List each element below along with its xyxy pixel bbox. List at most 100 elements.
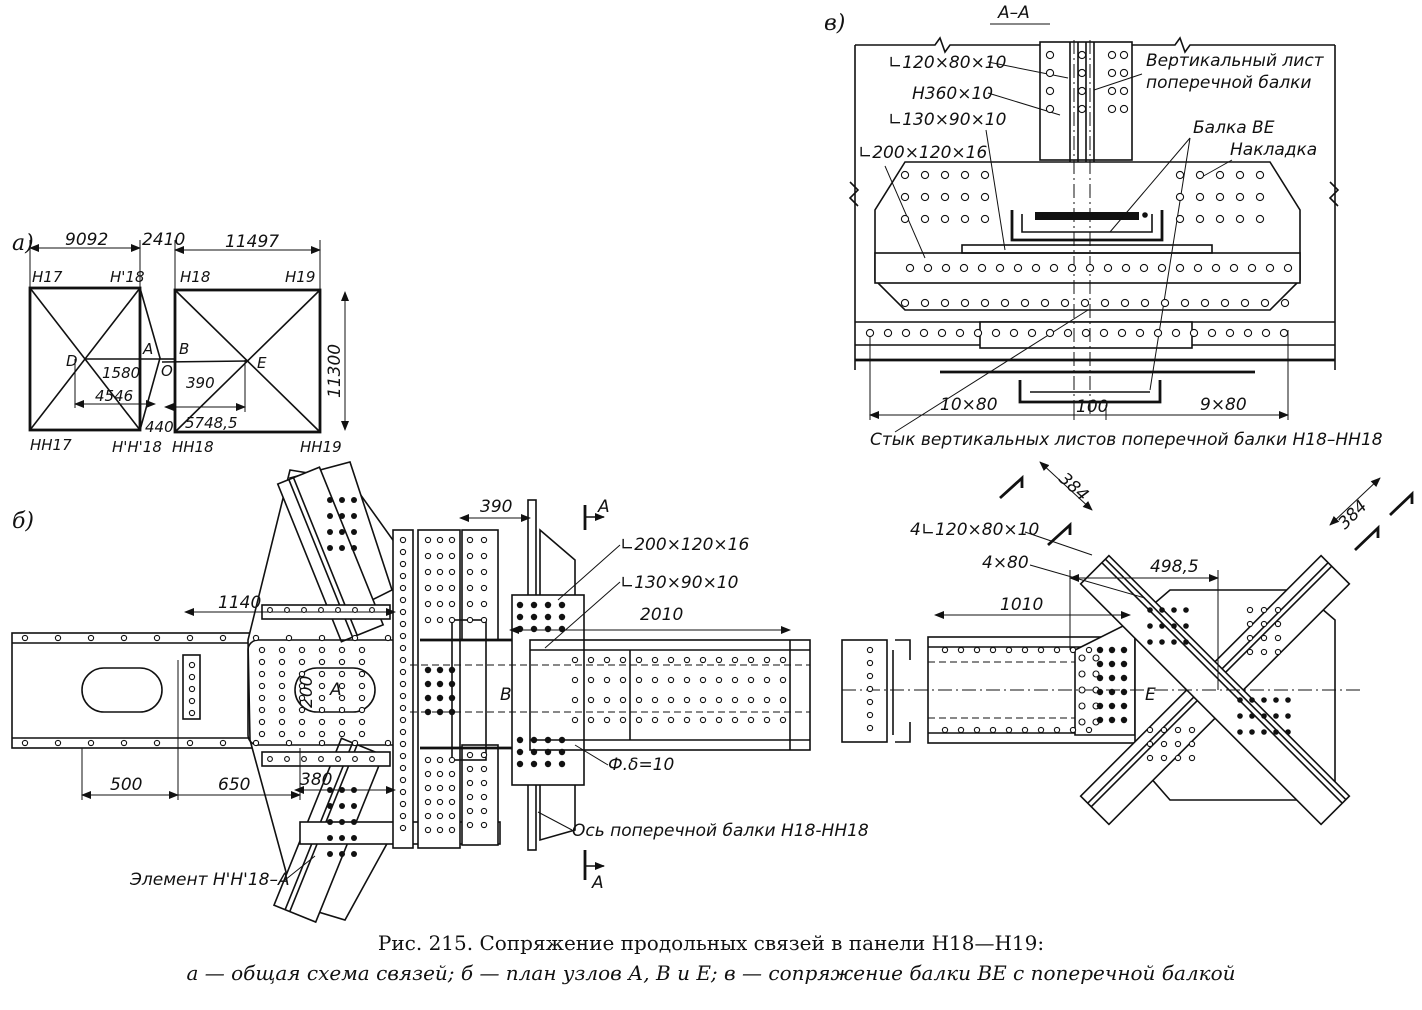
- bolt-hole: [318, 694, 326, 702]
- bolt-hole: [1120, 660, 1128, 668]
- dim-500: 500: [110, 775, 142, 795]
- bolt-hole: [1120, 674, 1128, 682]
- bolt-hole: [284, 756, 290, 762]
- bolt-hole: [338, 658, 346, 666]
- bolt-hole: [298, 694, 306, 702]
- bolt-hole: [651, 676, 659, 684]
- bolt-hole: [1120, 702, 1128, 710]
- bolt-hole: [399, 596, 407, 604]
- bolt-hole: [1108, 716, 1116, 724]
- bolt-hole: [1096, 702, 1104, 710]
- bolt-hole: [937, 328, 947, 338]
- bolt-hole: [399, 788, 407, 796]
- bolt-hole: [1273, 713, 1279, 719]
- bolt-hole: [278, 670, 286, 678]
- bolt-hole: [1107, 68, 1117, 78]
- bolt-hole: [448, 770, 456, 778]
- dim-100: 100: [1076, 397, 1108, 417]
- bolt-hole: [1195, 214, 1205, 224]
- bolt-hole: [188, 661, 196, 669]
- bolt-hole: [1188, 754, 1196, 762]
- bolt-hole: [1096, 660, 1104, 668]
- bolt-hole: [1249, 729, 1255, 735]
- bolt-hole: [1060, 298, 1070, 308]
- bolt-hole: [335, 756, 341, 762]
- bolt-hole: [301, 756, 307, 762]
- bolt-hole: [298, 718, 306, 726]
- bolt-hole: [301, 607, 307, 613]
- bolt-hole: [1183, 639, 1189, 645]
- bolt-hole: [1092, 212, 1098, 218]
- bolt-hole: [1077, 50, 1087, 60]
- bolt-hole: [1159, 639, 1165, 645]
- bolt-hole: [1049, 263, 1059, 273]
- node-a-label: А: [329, 680, 342, 700]
- label-angle-200x120: ∟200×120×16: [858, 143, 987, 163]
- bolt-hole: [335, 607, 341, 613]
- bolt-hole: [1183, 623, 1189, 629]
- bolt-hole: [619, 656, 627, 664]
- bolt-hole: [1255, 170, 1265, 180]
- label-sheet-1: Вертикальный лист: [1146, 51, 1325, 71]
- bolt-hole: [1099, 328, 1109, 338]
- bolt-hole: [424, 584, 432, 592]
- bolt-hole: [1000, 298, 1010, 308]
- bolt-hole: [530, 760, 538, 768]
- bolt-hole: [1045, 50, 1055, 60]
- bolt-hole: [298, 682, 306, 690]
- bolt-hole: [327, 529, 333, 535]
- bolt-hole: [1120, 298, 1130, 308]
- bolt-hole: [973, 726, 981, 734]
- label-angle-200x120-b: ∟200×120×16: [620, 535, 749, 555]
- bolt-hole: [448, 812, 456, 820]
- bolt-hole: [338, 730, 346, 738]
- bolt-hole: [318, 634, 326, 642]
- bolt-hole: [399, 632, 407, 640]
- bolt-hole: [399, 752, 407, 760]
- bolt-hole: [1189, 328, 1199, 338]
- panel-v-label: в): [824, 11, 845, 36]
- bolt-hole: [1188, 740, 1196, 748]
- panel-b-node-e: Е 498,5 1010 4×80 4∟120×80×10 384 384: [841, 461, 1414, 826]
- bolt-hole: [651, 656, 659, 664]
- bolt-hole: [480, 751, 488, 759]
- bolt-hole: [544, 736, 552, 744]
- bolt-hole: [731, 696, 739, 704]
- bolt-hole: [1220, 298, 1230, 308]
- bolt-hole: [1027, 328, 1037, 338]
- bolt-hole: [1119, 50, 1129, 60]
- dim-11497: 11497: [225, 232, 279, 252]
- bolt-hole: [1193, 263, 1203, 273]
- bolt-hole: [1092, 654, 1100, 662]
- label-cover: Накладка: [1230, 140, 1317, 160]
- bolt-hole: [1274, 634, 1282, 642]
- bolt-hole: [298, 646, 306, 654]
- bolt-hole: [1274, 620, 1282, 628]
- bolt-hole: [1080, 298, 1090, 308]
- bolt-hole: [980, 214, 990, 224]
- label-axis: Ось поперечной балки Н18-НН18: [572, 821, 869, 841]
- caption-title: Рис. 215. Сопряжение продольных связей в…: [378, 931, 1044, 955]
- bolt-hole: [258, 694, 266, 702]
- bolt-hole: [278, 706, 286, 714]
- bolt-hole: [1146, 740, 1154, 748]
- bolt-hole: [21, 634, 29, 642]
- bolt-hole: [436, 552, 444, 560]
- bolt-hole: [153, 739, 161, 747]
- bolt-hole: [1147, 607, 1153, 613]
- bolt-hole: [1037, 646, 1045, 654]
- bolt-hole: [699, 716, 707, 724]
- bolt-hole: [779, 656, 787, 664]
- bolt-hole: [339, 803, 345, 809]
- bolt-hole: [258, 730, 266, 738]
- bolt-hole: [1077, 68, 1087, 78]
- node-n19: Н19: [285, 268, 315, 286]
- bolt-hole: [866, 672, 874, 680]
- bolt-hole: [424, 784, 432, 792]
- bolt-hole: [1037, 726, 1045, 734]
- bolt-hole: [466, 779, 474, 787]
- bolt-hole: [153, 634, 161, 642]
- bolt-hole: [384, 634, 392, 642]
- bolt-hole: [1077, 104, 1087, 114]
- bolt-hole: [635, 676, 643, 684]
